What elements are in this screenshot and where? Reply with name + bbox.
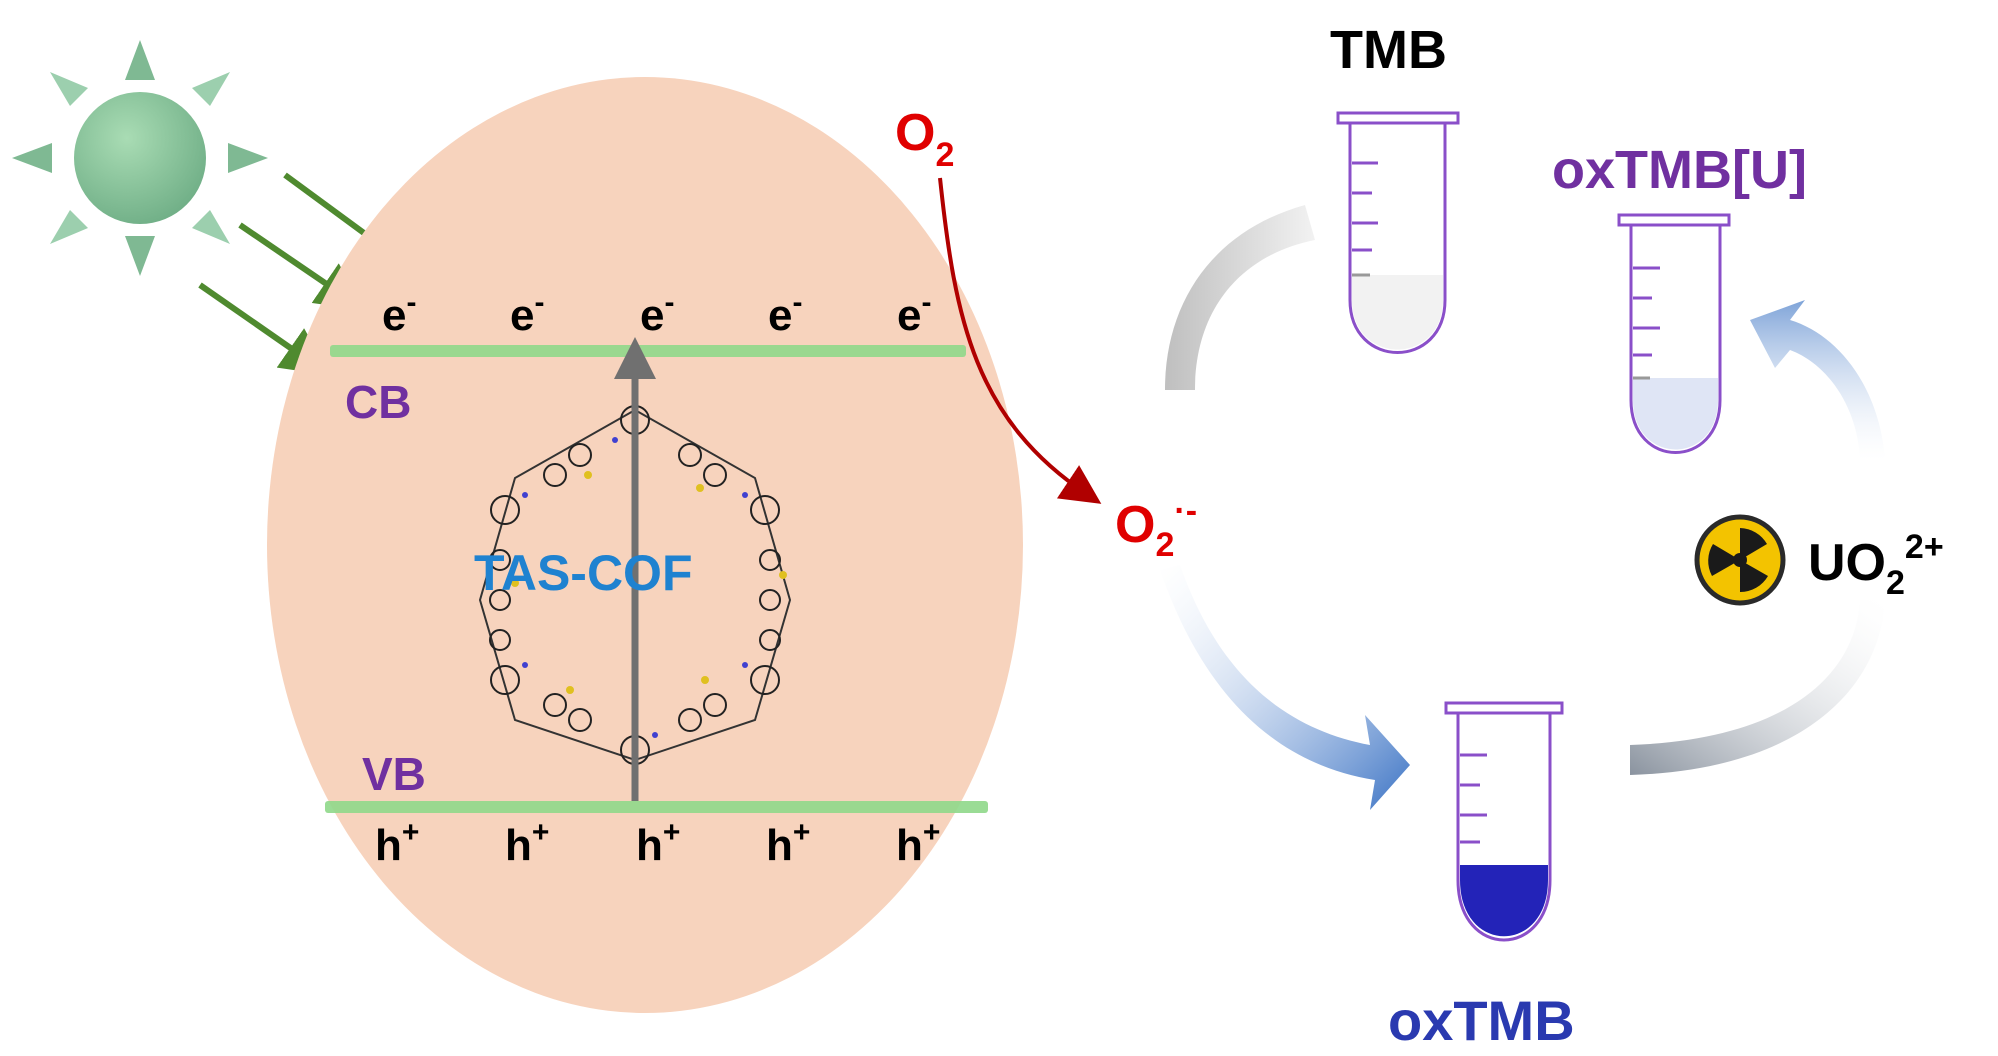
sun-icon [12,40,268,276]
hole-1: h+ [375,816,419,870]
radiation-icon [1694,514,1786,606]
hole-2: h+ [505,816,549,870]
electron-2: e- [510,286,544,340]
valence-band [325,801,988,813]
cof-label: TAS-COF [474,545,692,601]
tmb-label: TMB [1330,20,1447,80]
blue-cycle-arrow [1160,565,1410,810]
oxtmb-u-label: oxTMB[U] [1552,140,1807,200]
vb-label: VB [362,748,426,800]
conduction-band [330,345,966,357]
electron-1: e- [382,286,416,340]
dark-cycle-arrow [1630,600,1885,775]
electron-5: e- [897,286,931,340]
light-blue-cycle-arrow [1750,300,1885,460]
uranyl-label: UO22+ [1808,528,1944,602]
superoxide-label: O2·- [1115,492,1197,564]
oxtmb-tube [1444,701,1564,942]
hole-4: h+ [766,816,810,870]
oxtmb-u-tube [1617,213,1731,454]
hole-5: h+ [896,816,940,870]
hole-3: h+ [636,816,680,870]
electron-3: e- [640,286,674,340]
gray-cycle-arrow-top [1165,205,1315,390]
cof-particle [267,77,1023,1013]
tmb-tube [1336,111,1460,354]
oxtmb-label: oxTMB [1388,989,1575,1052]
cb-label: CB [345,376,411,428]
oxygen-reduction-arrow [938,177,1102,504]
oxygen-label: O2 [895,104,954,174]
electron-4: e- [768,286,802,340]
